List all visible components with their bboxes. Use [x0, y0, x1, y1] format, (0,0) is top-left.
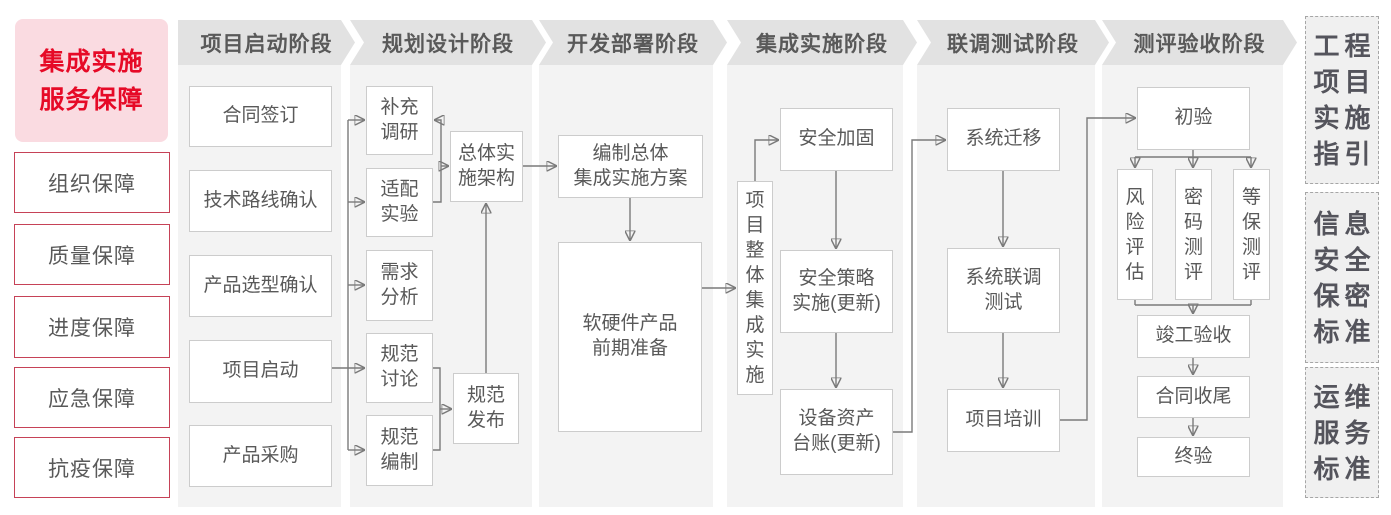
guarantee-anti-epidemic: 抗疫保障 — [14, 437, 170, 498]
stage-header-label: 集成实施阶段 — [756, 32, 888, 56]
box-project-training: 项目培训 — [947, 389, 1060, 452]
guarantee-emergency: 应急保障 — [14, 367, 170, 428]
box-asset-ledger-update: 设备资产 台账(更新) — [780, 389, 893, 475]
box-final-acceptance: 终验 — [1137, 437, 1250, 477]
box-overall-integration-plan: 编制总体 集成实施方案 — [558, 135, 703, 198]
stage-header-acceptance: 测评验收阶段 — [1102, 20, 1297, 65]
box-security-policy-implementation: 安全策略 实施(更新) — [780, 250, 893, 333]
box-system-migration: 系统迁移 — [947, 108, 1060, 171]
box-contract-signing: 合同签订 — [189, 86, 332, 147]
box-classified-protection-evaluation: 等保测评 — [1233, 169, 1270, 300]
stage-header-label: 项目启动阶段 — [200, 32, 333, 56]
stage-header-planning: 规划设计阶段 — [350, 20, 546, 65]
stage-header-label: 联调测试阶段 — [947, 32, 1079, 56]
box-contract-closure: 合同收尾 — [1137, 376, 1250, 418]
guarantee-org: 组织保障 — [14, 152, 170, 213]
box-adaptation-test: 适配 实验 — [366, 168, 433, 237]
box-risk-assessment: 风险评估 — [1117, 169, 1153, 300]
stage-header-deployment: 开发部署阶段 — [539, 20, 727, 65]
box-requirement-analysis: 需求 分析 — [366, 250, 433, 321]
box-joint-debugging-test: 系统联调 测试 — [947, 248, 1060, 333]
box-overall-project-integration: 项目整体集成实施 — [737, 181, 773, 395]
box-tech-route-confirm: 技术路线确认 — [189, 170, 332, 232]
box-overall-implementation-architecture: 总体实 施架构 — [450, 131, 523, 202]
diagram-title: 集成实施 服务保障 — [15, 19, 168, 142]
box-initial-acceptance: 初验 — [1137, 87, 1250, 150]
stage-header-label: 测评验收阶段 — [1133, 32, 1266, 56]
ref-om-service-standard: 运维 服务 标准 — [1305, 367, 1379, 498]
stage-header-kickoff: 项目启动阶段 — [178, 20, 355, 65]
stage-header-label: 开发部署阶段 — [567, 32, 699, 56]
box-spec-drafting: 规范 编制 — [366, 415, 433, 486]
box-security-hardening: 安全加固 — [780, 108, 893, 171]
box-product-selection-confirm: 产品选型确认 — [189, 255, 332, 317]
box-hw-sw-preparation: 软硬件产品 前期准备 — [558, 242, 702, 432]
box-crypto-evaluation: 密码测评 — [1175, 169, 1212, 300]
box-supplementary-research: 补充 调研 — [366, 86, 433, 155]
box-completion-acceptance: 竣工验收 — [1137, 315, 1250, 358]
box-spec-discussion: 规范 讨论 — [366, 333, 433, 403]
ref-project-implementation-guide: 工程 项目 实施 指引 — [1305, 16, 1379, 184]
guarantee-quality: 质量保障 — [14, 224, 170, 285]
stage-header-joint-test: 联调测试阶段 — [917, 20, 1109, 65]
stage-header-label: 规划设计阶段 — [382, 32, 514, 56]
box-project-kickoff: 项目启动 — [189, 340, 332, 403]
stage-header-integration: 集成实施阶段 — [727, 20, 917, 65]
box-spec-release: 规范 发布 — [453, 373, 519, 444]
guarantee-schedule: 进度保障 — [14, 296, 170, 358]
box-product-procurement: 产品采购 — [189, 425, 332, 487]
ref-info-security-standard: 信息 安全 保密 标准 — [1305, 192, 1379, 363]
